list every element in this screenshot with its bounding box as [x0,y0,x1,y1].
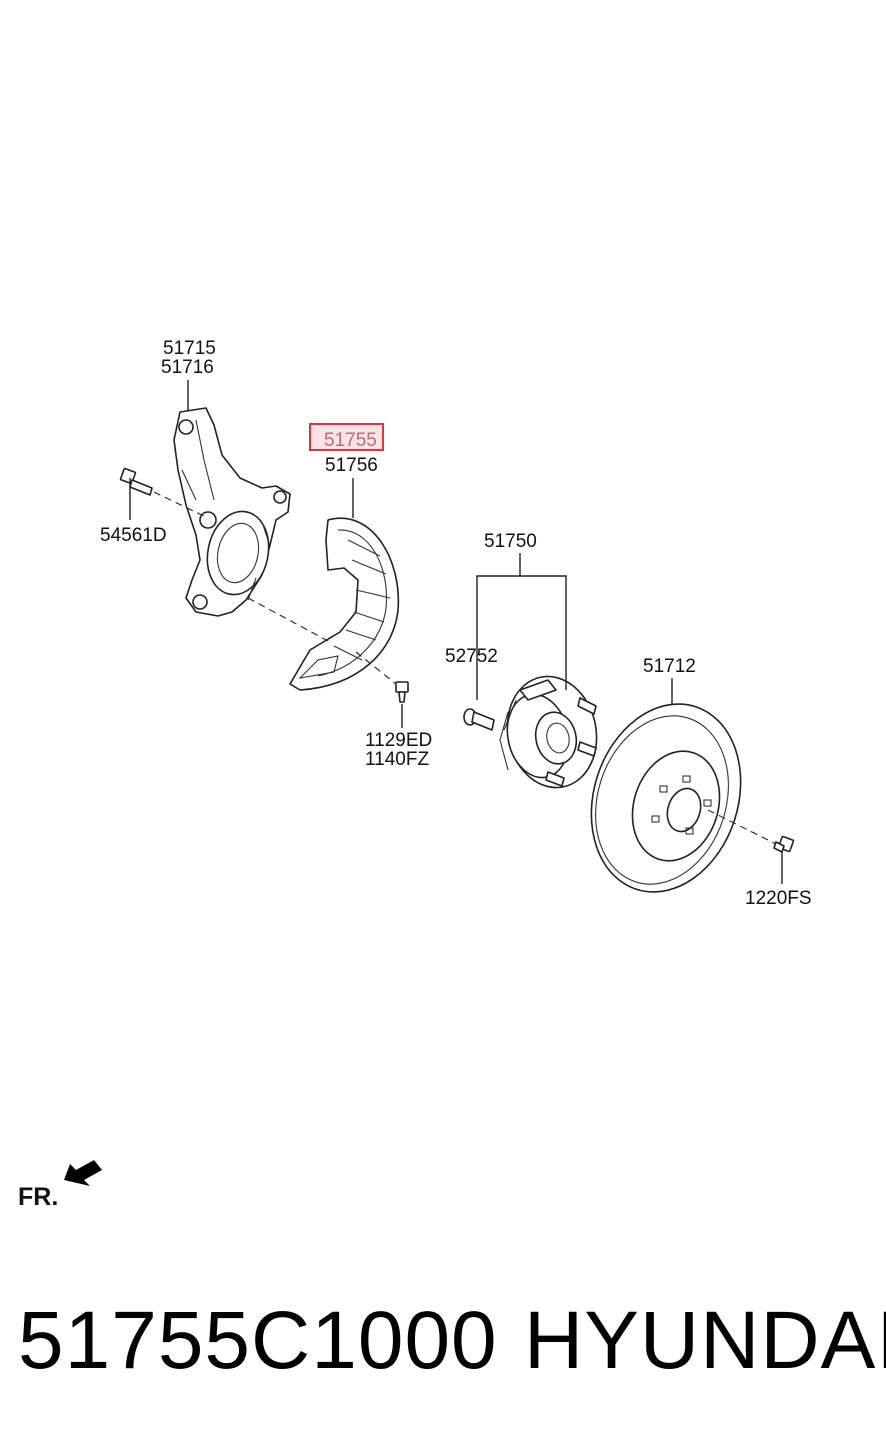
label-51750: 51750 [484,531,537,552]
footer-part-number: 51755C1000 [18,1295,498,1386]
knuckle-bolt [119,467,209,519]
label-51716: 51716 [161,357,214,378]
footer-brand: HYUNDAI [524,1295,886,1386]
leader-lines [129,380,783,884]
label-51755: 51755 [324,430,377,451]
label-51715: 51715 [163,338,216,359]
label-51756: 51756 [325,455,378,476]
part-labels: 51715 51716 54561D 51755 51756 51750 527… [100,338,812,909]
label-51712: 51712 [643,656,696,677]
label-1129ed: 1129ED [365,730,432,751]
hub-bearing-assembly [499,675,598,789]
front-label: FR. [18,1183,58,1211]
steering-knuckle [173,407,291,617]
front-direction-mark: FR. [18,1160,102,1211]
front-direction-arrow-icon [64,1160,102,1186]
brake-disc [590,703,777,893]
label-54561d: 54561D [100,525,167,546]
disc-screw [773,835,795,853]
dust-cover [247,517,400,691]
label-1140fz: 1140FZ [365,749,429,770]
label-52752: 52752 [445,646,498,667]
hub-bolt [463,708,495,731]
highlight-box [309,423,384,451]
label-1220fs: 1220FS [745,888,812,909]
dust-cover-screw [355,651,409,703]
